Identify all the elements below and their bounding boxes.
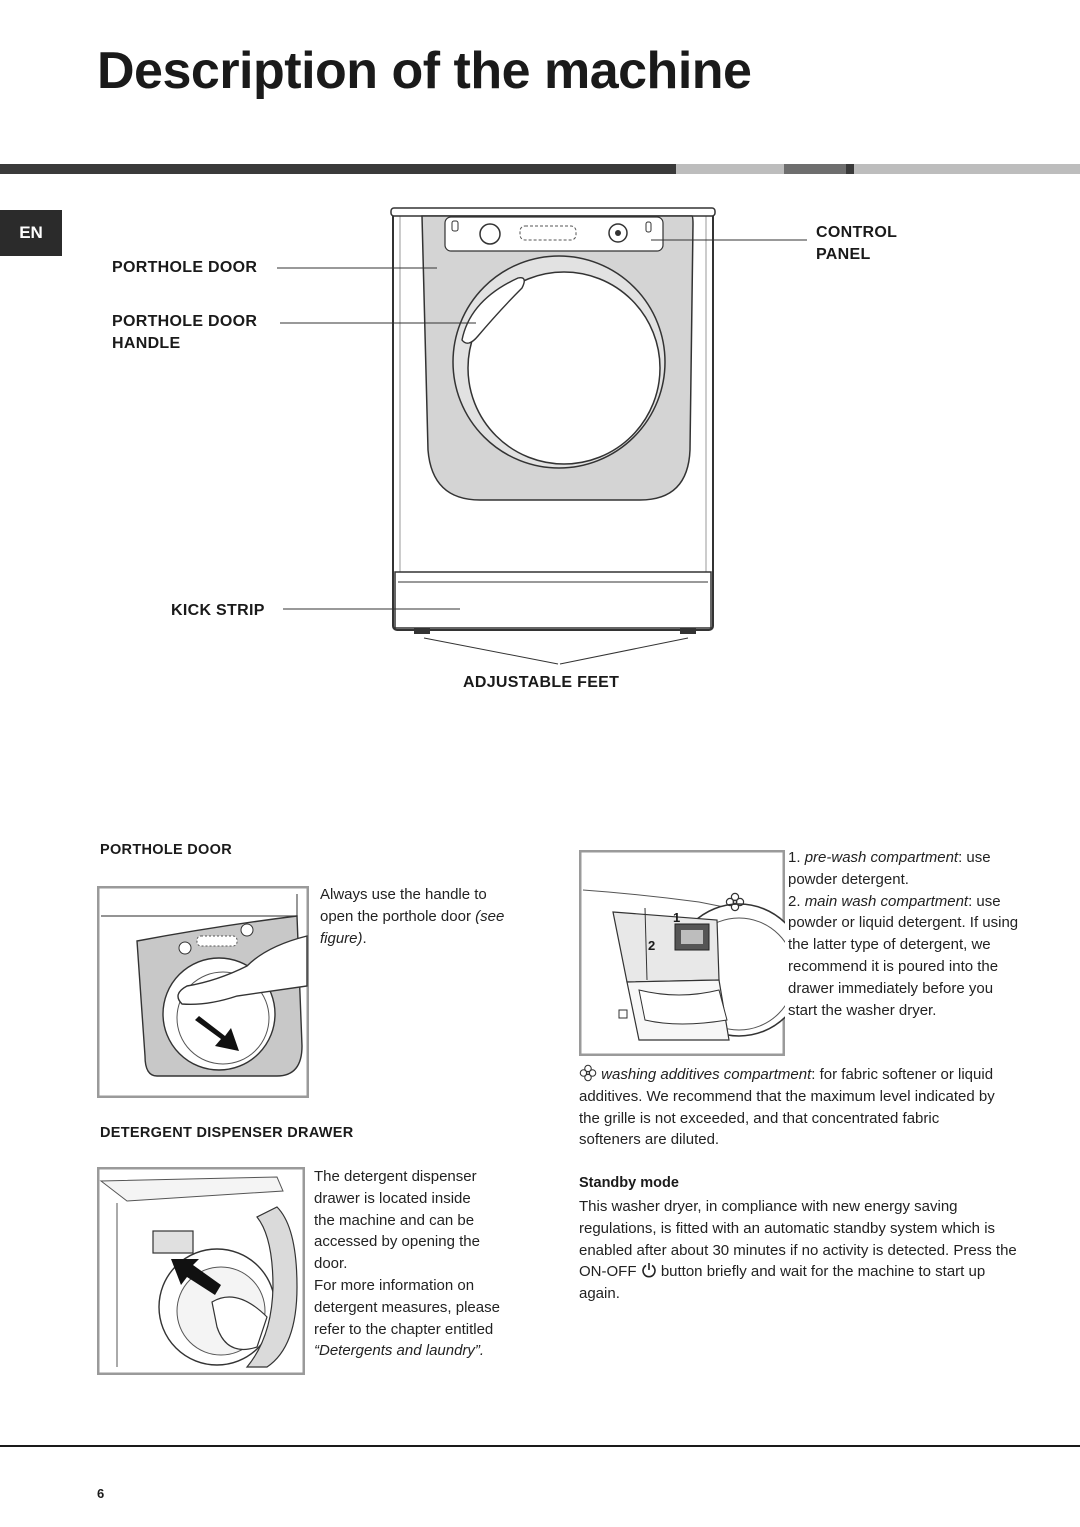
- header-bar-dark-2: [846, 164, 854, 174]
- label-porthole-door: PORTHOLE DOOR: [112, 259, 258, 276]
- flower-icon: [579, 1064, 597, 1082]
- header-bar-light: [676, 164, 784, 174]
- washing-machine-diagram: [277, 207, 807, 665]
- label-porthole-door-handle-line1: PORTHOLE DOOR: [112, 313, 258, 330]
- standby-text: This washer dryer, in compliance with ne…: [579, 1196, 1019, 1305]
- item1-name: pre-wash compartment: [804, 849, 959, 866]
- section-heading-porthole-door: PORTHOLE DOOR: [100, 842, 232, 858]
- porthole-text-italic: (see figure): [320, 907, 505, 947]
- header-bar-dark: [0, 164, 676, 174]
- additives-rest: : for fabric softener or liquid additive…: [579, 1066, 995, 1149]
- label-control-panel-line1: CONTROL: [816, 224, 898, 241]
- detergent-line: For more information on: [314, 1276, 475, 1294]
- detergent-line: door.: [314, 1255, 348, 1273]
- detergent-line-italic: “Detergents and laundry”.: [314, 1340, 544, 1362]
- standby-heading: Standby mode: [579, 1175, 679, 1191]
- item1-rest: : use powder detergent.: [788, 849, 991, 888]
- language-tab: EN: [0, 210, 62, 256]
- label-adjustable-feet: ADJUSTABLE FEET: [463, 674, 620, 691]
- detergent-line: drawer is located inside: [314, 1189, 471, 1207]
- detergent-instructions: The detergent dispenser drawer is locate…: [314, 1166, 544, 1362]
- detergent-line: accessed by opening the: [314, 1233, 480, 1251]
- additives-description: washing additives compartment: for fabri…: [579, 1064, 999, 1151]
- compartment-number-2: 2: [648, 938, 656, 953]
- label-control-panel-line2: PANEL: [816, 246, 871, 263]
- label-kick-strip: KICK STRIP: [171, 602, 265, 619]
- detergent-line: detergent measures, please: [314, 1298, 500, 1316]
- compartment-descriptions: 1. pre-wash compartment: use powder dete…: [788, 847, 1020, 1021]
- item2-name: main wash compartment: [804, 892, 969, 910]
- porthole-door-figure: [97, 886, 309, 1098]
- porthole-instructions: Always use the handle to open the portho…: [320, 884, 550, 949]
- detergent-drawer-figure: [97, 1167, 305, 1375]
- flower-icon: [725, 892, 745, 912]
- section-heading-detergent-drawer: DETERGENT DISPENSER DRAWER: [100, 1125, 354, 1141]
- compartment-number-1: 1: [673, 910, 681, 925]
- power-icon: [641, 1263, 656, 1278]
- detergent-chapter-reference: “Detergents and laundry”.: [314, 1342, 485, 1360]
- compartments-figure: [579, 850, 785, 1056]
- header-bar-mid: [784, 164, 846, 174]
- label-porthole-door-handle-line2: HANDLE: [112, 335, 181, 352]
- porthole-text-1: Always use the handle to: [320, 886, 487, 903]
- page-number: 6: [97, 1486, 105, 1501]
- item2-num: 2.: [788, 892, 805, 910]
- page-title: Description of the machine: [97, 42, 752, 100]
- detergent-line: refer to the chapter entitled: [314, 1320, 494, 1338]
- additives-name: washing additives compartment: [601, 1066, 812, 1083]
- porthole-text-2: open the porthole door: [320, 907, 476, 925]
- item1-num: 1.: [788, 849, 805, 866]
- footer-rule: [0, 1445, 1080, 1447]
- detergent-line: The detergent dispenser: [314, 1168, 477, 1185]
- porthole-text-end: .: [362, 929, 367, 947]
- header-bar-light-2: [854, 164, 1080, 174]
- standby-text-before: This washer dryer, in compliance with ne…: [579, 1198, 1017, 1281]
- standby-text-after: button briefly and wait for the machine …: [579, 1263, 986, 1303]
- item2-rest: : use powder or liquid detergent. If usi…: [788, 892, 1019, 1019]
- detergent-line: the machine and can be: [314, 1211, 475, 1229]
